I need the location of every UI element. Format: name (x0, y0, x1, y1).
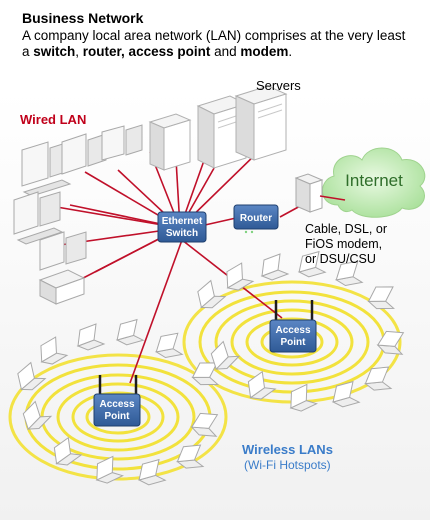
access-point-left: Access Point (93, 375, 141, 427)
description-emphasis-router-access-point: router, access point (82, 44, 211, 59)
laptop (22, 400, 53, 431)
desktop-computer (13, 191, 64, 245)
laptop (334, 260, 364, 287)
wired-desktop-computers (13, 124, 143, 305)
laptop (297, 250, 327, 278)
access-point-right-label-line-2: Point (281, 337, 307, 348)
internet-label: Internet (345, 171, 403, 190)
description-text: A company local area network (LAN) compr… (22, 28, 406, 59)
access-point-left-label-line-2: Point (105, 411, 131, 422)
laptop (367, 286, 395, 310)
laptop (95, 455, 124, 484)
modem-label-line: FiOS modem, (305, 237, 383, 251)
internet-cloud: Internet (322, 147, 426, 218)
server-tower (234, 85, 288, 161)
modem-label-line: Cable, DSL, or (305, 222, 387, 236)
diagram-title: Business Network (22, 10, 144, 26)
modem-label: Cable, DSL, or FiOS modem, or DSU/CSU (305, 222, 387, 267)
wireless-laptops (17, 250, 405, 486)
laptop (40, 336, 69, 365)
laptop (115, 318, 145, 346)
switch-label-line-1: Ethernet (162, 216, 203, 227)
description-emphasis-modem: modem (240, 44, 289, 59)
internet-cable (319, 195, 346, 201)
description-text: , (75, 44, 83, 59)
description-emphasis-switch: switch (33, 44, 76, 59)
desktop-computer (101, 124, 143, 161)
servers-label: Servers (256, 78, 301, 93)
modem (294, 173, 324, 213)
laptop (137, 458, 167, 486)
router: Router (233, 204, 279, 234)
laptop (154, 332, 184, 359)
switch-label-line-2: Switch (166, 228, 198, 239)
access-point-right-label-line-1: Access (275, 325, 310, 336)
router-label: Router (240, 213, 272, 224)
access-point-left-label-line-1: Access (99, 399, 134, 410)
laptop (17, 361, 47, 391)
laptop (197, 279, 227, 309)
laptop (190, 412, 219, 437)
wifi-hotspots-label: (Wi-Fi Hotspots) (244, 458, 331, 472)
laptop (210, 340, 241, 371)
laptop (53, 436, 83, 466)
modem-label-line: or DSU/CSU (305, 252, 376, 266)
laptop (260, 253, 290, 281)
laptop (176, 444, 205, 469)
laptop (289, 383, 318, 412)
laptop (331, 380, 361, 408)
server-towers (148, 85, 288, 171)
desktop-computer (39, 231, 87, 271)
laptop (247, 370, 277, 400)
description-text: . (288, 44, 293, 59)
laptop (191, 362, 219, 386)
laptop (226, 262, 255, 291)
ethernet-switch: Ethernet Switch (157, 211, 207, 243)
description-text: and (210, 44, 241, 59)
access-point-right: Access Point (269, 300, 317, 353)
laptop (364, 366, 393, 391)
laptop (376, 330, 405, 355)
wireless-lans-label: Wireless LANs (242, 442, 333, 457)
server-tower (148, 113, 192, 171)
diagram-description: A company local area network (LAN) compr… (22, 28, 412, 60)
printer (38, 269, 86, 305)
wired-lan-label: Wired LAN (20, 112, 87, 127)
laptop (76, 323, 106, 351)
